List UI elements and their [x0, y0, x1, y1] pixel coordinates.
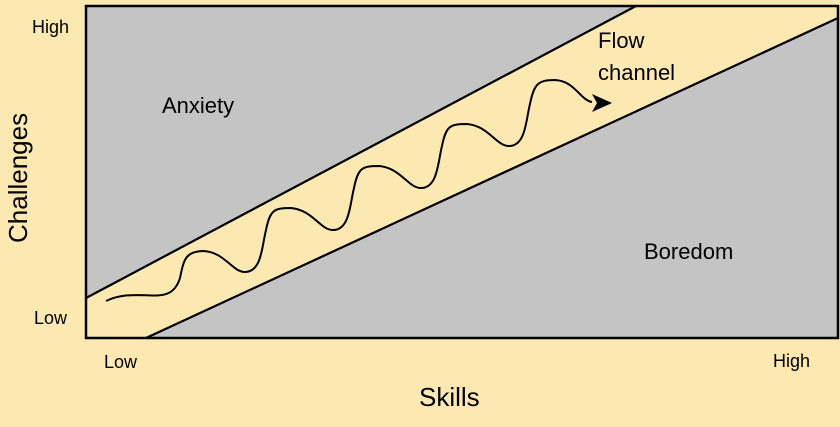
- flow-arrowhead: [592, 94, 612, 112]
- flow-channel-lower-boundary: [145, 17, 839, 339]
- x-axis-title: Skills: [419, 382, 480, 412]
- boredom-label: Boredom: [644, 239, 733, 264]
- flow-channel-label-line1: Flow: [598, 28, 645, 53]
- plot-frame: [84, 4, 840, 340]
- y-axis-title: Challenges: [3, 113, 33, 243]
- flow-channel-label-line2: channel: [598, 60, 675, 85]
- x-axis-low-label: Low: [104, 352, 138, 372]
- flow-channel-upper-boundary: [85, 5, 637, 299]
- anxiety-label: Anxiety: [162, 93, 234, 118]
- y-axis-high-label: High: [32, 17, 69, 37]
- x-axis-high-label: High: [773, 351, 810, 371]
- flow-wave-path: [105, 78, 593, 302]
- y-axis-low-label: Low: [34, 308, 68, 328]
